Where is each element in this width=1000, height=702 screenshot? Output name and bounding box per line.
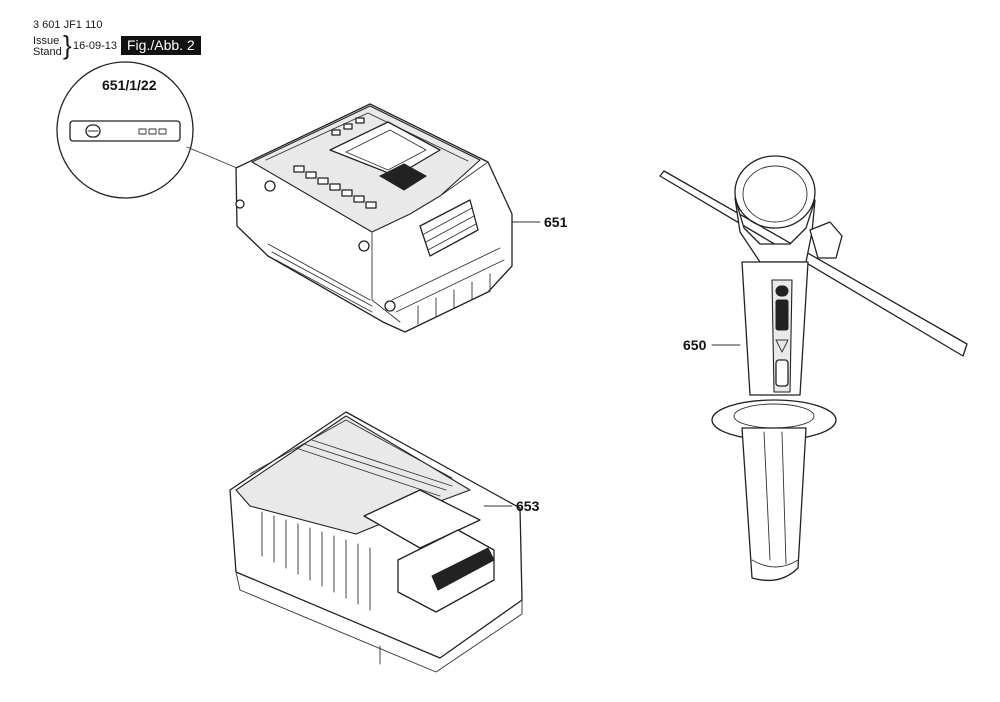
issue-label: Issue [33,35,60,47]
battery-front-vents [419,199,479,257]
charger-side-vents [261,511,371,611]
depth-stop-rod [659,170,968,357]
figure-badge: Fig./Abb. 2 [121,36,201,55]
charger-top-vents [295,439,453,497]
detail-leader-line [186,146,238,169]
handle-part-label: 650 [683,337,707,353]
charger-part-label: 653 [516,498,540,514]
battery-pack-drawing: 651 [235,103,568,333]
document-number: 3 601 JF1 110 [33,19,103,31]
wing-screw [809,221,843,259]
battery-label-strip [69,120,181,142]
battery-detail-callout: 651/1/22 [56,61,238,199]
clamp-ring [734,155,816,229]
detail-part-label: 651/1/22 [102,77,157,93]
charger-drawing: 653 [229,411,540,673]
battery-part-label: 651 [544,214,568,230]
detail-circle [56,61,194,199]
handle-grip [741,427,807,582]
issue-block: Issue Stand } 16-09-13 [33,32,117,58]
stand-label: Stand [33,46,62,58]
issue-date: 16-09-13 [73,40,118,52]
brace-glyph: } [63,30,72,60]
battery-contact-tabs [293,117,377,209]
battery-base-ridges [391,247,505,325]
charger-contacts [431,547,495,591]
side-handle-drawing: 650 [659,155,968,582]
